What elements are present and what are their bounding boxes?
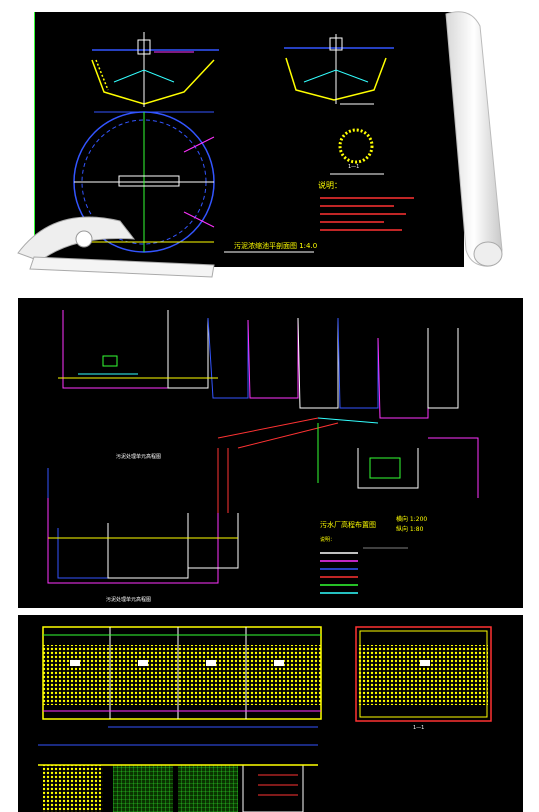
scale-vertical: 纵向 1:80 [396,526,424,533]
notes-heading: 说明： [318,181,342,190]
section-label: 1—1 [348,164,360,170]
notes-lines [320,197,414,231]
drawing-panel-filter: 1—1 [18,615,523,812]
section-label-top: 污泥处理单元高程图 [116,454,162,460]
filter-section-bottom [38,744,318,812]
process-elevation-bottom [47,448,239,584]
protractor-ruler [14,205,224,285]
left-section-view [91,32,219,113]
filter-plan-left [42,626,322,720]
filter-drawing [38,626,492,812]
drawing-panel-elevation: 污泥处理单元高程图 污泥处理单元高程图 污水厂高程布置图 横向 1:200 纵向… [18,298,523,608]
notes-heading: 说明： [320,537,336,543]
paper-roll [440,10,520,272]
pipe-detail-circle [330,128,384,175]
plan-title: 污水厂高程布置图 [320,521,376,529]
drawing-title: 污泥浓缩池平剖面图 1:4.0 [234,242,318,250]
section-label-right: 1—1 [413,725,425,731]
elevation-drawing [47,310,479,594]
right-section-view [284,34,394,105]
filter-plan-right [355,626,492,722]
process-elevation-top [58,310,479,498]
section-label-bottom: 污泥处理单元高程图 [106,597,152,603]
legend-lines [320,547,408,594]
scale-horizontal: 横向 1:200 [396,516,428,523]
